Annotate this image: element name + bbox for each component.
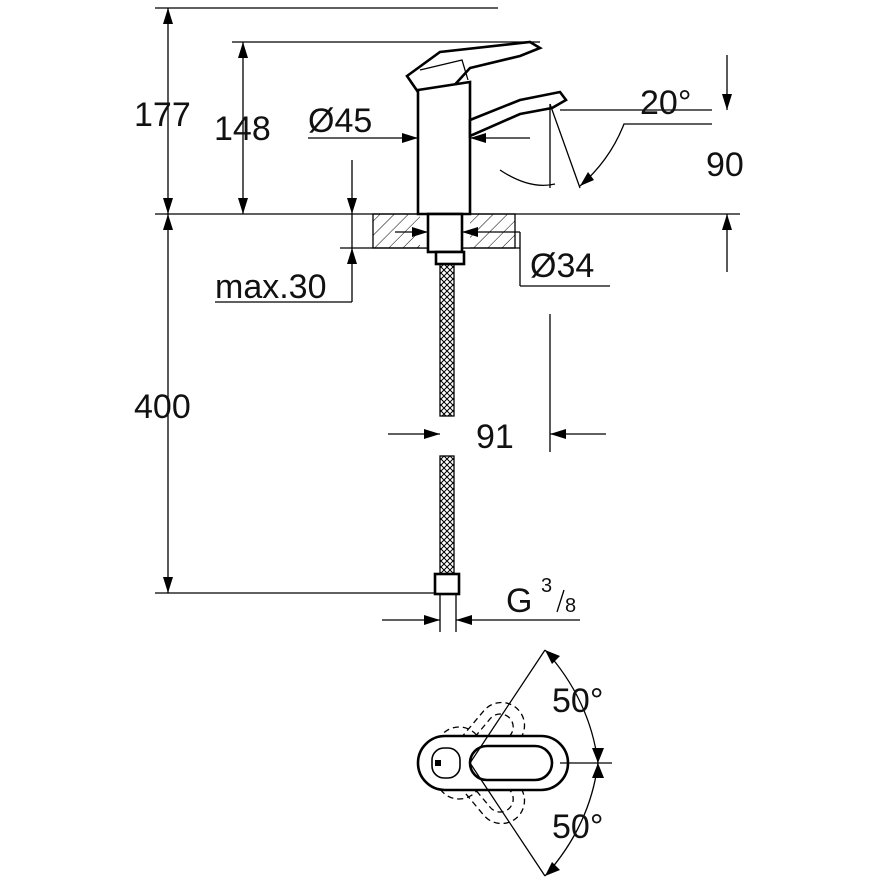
body-diameter-dimension: Ø45 (308, 102, 530, 143)
max-thickness-dimension: max.30 (215, 160, 357, 306)
max-thickness-label: max.30 (215, 268, 327, 306)
lever-angle-bottom-label: 50° (552, 808, 603, 846)
connection-thread-numerator: 3 (541, 575, 552, 597)
faucet-side-view (405, 40, 568, 632)
connection-thread-prefix: G (506, 582, 532, 620)
base-diameter-dimension: Ø34 (395, 227, 610, 287)
spout-reach-label: 91 (476, 418, 514, 456)
connection-thread-dimension: G 3 8 (382, 575, 580, 625)
hose-length-label: 400 (134, 388, 191, 426)
spout-angle-dimension: 20° (499, 84, 712, 189)
spout-height-dimension: 90 (706, 55, 744, 272)
body-diameter-label: Ø45 (308, 102, 372, 140)
lever-angle-top-label: 50° (552, 682, 603, 720)
spout-height-label: 90 (706, 146, 744, 184)
base-diameter-label: Ø34 (530, 247, 594, 285)
faucet-top-view: 50° 50° (416, 649, 612, 877)
spout-angle-label: 20° (640, 84, 691, 122)
height-dimension-lines (155, 7, 540, 594)
spout-reach-dimension: 91 (388, 314, 606, 456)
connection-thread-denominator: 8 (565, 595, 576, 617)
body-height-label: 148 (214, 110, 271, 148)
total-height-label: 177 (134, 96, 191, 134)
